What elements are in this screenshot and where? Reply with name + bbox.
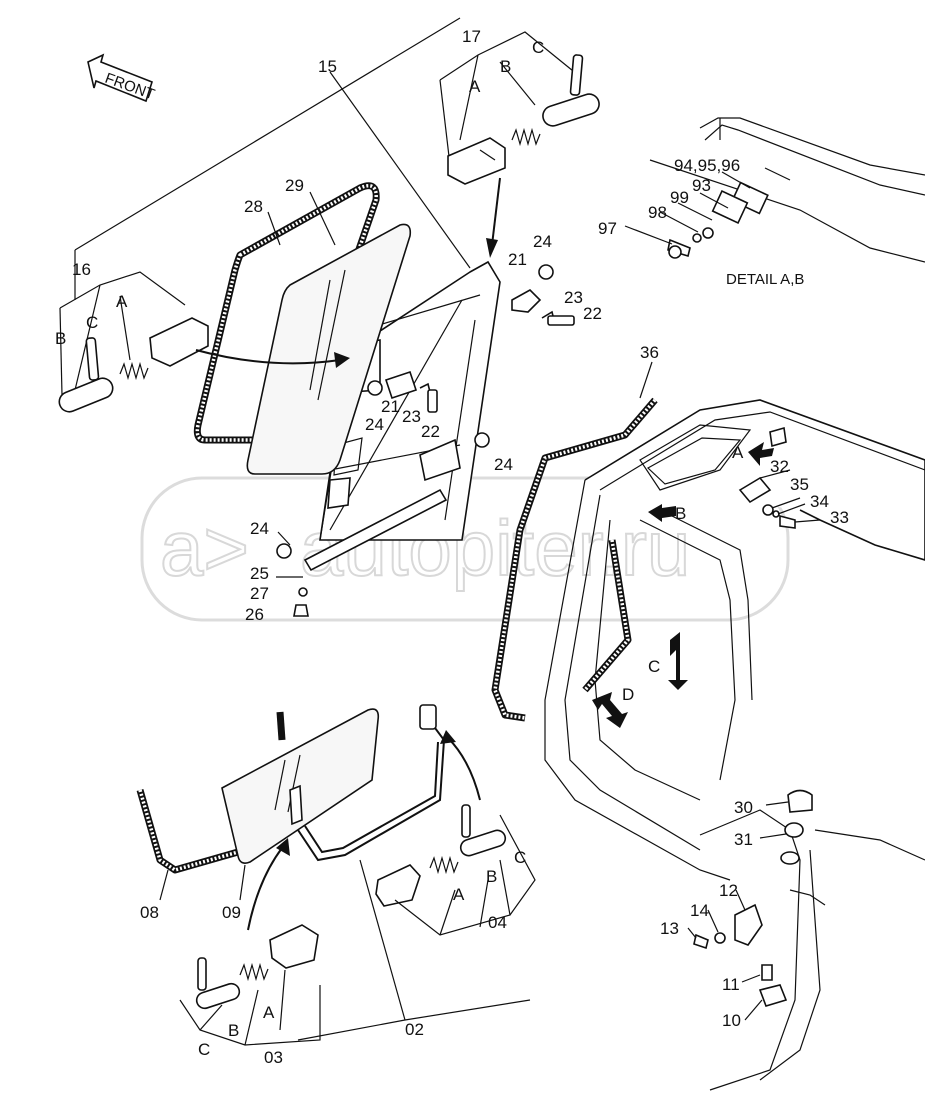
label-35: 35 xyxy=(790,475,809,494)
latch-assembly-04: A B C 04 xyxy=(375,804,536,936)
label-15: 15 xyxy=(318,57,337,76)
label-16-a: A xyxy=(116,292,128,311)
label-11: 11 xyxy=(722,975,740,994)
label-10: 10 xyxy=(722,1011,741,1030)
label-24-low: 24 xyxy=(250,519,269,538)
label-03-c: C xyxy=(198,1040,210,1059)
label-28: 28 xyxy=(244,197,263,216)
detail-ab-inset: 94,95,96 93 99 98 97 DETAIL A,B xyxy=(598,117,925,288)
label-04-b: B xyxy=(486,867,497,886)
latch-assembly-03: A B C 03 xyxy=(179,924,321,1067)
label-99: 99 xyxy=(670,188,689,207)
arrow-c-label: C xyxy=(648,657,660,676)
label-93: 93 xyxy=(692,176,711,195)
arrow-b-label: B xyxy=(675,504,686,523)
label-22-mid: 22 xyxy=(421,422,440,441)
label-24-right: 24 xyxy=(494,455,513,474)
label-23-top: 23 xyxy=(564,288,583,307)
label-16: 16 xyxy=(72,260,91,279)
label-12: 12 xyxy=(719,881,738,900)
label-23-mid: 23 xyxy=(402,407,421,426)
label-97: 97 xyxy=(598,219,617,238)
label-29: 29 xyxy=(285,176,304,195)
watermark-logo: a> xyxy=(160,504,249,592)
label-17-c: C xyxy=(532,38,544,57)
label-17-a: A xyxy=(469,77,481,96)
label-31: 31 xyxy=(734,830,753,849)
label-27: 27 xyxy=(250,584,269,603)
label-21-mid: 21 xyxy=(381,397,400,416)
upper-glass-panel: 28 29 xyxy=(193,176,412,475)
label-03-a: A xyxy=(263,1003,275,1022)
cab-body: 32 35 34 33 A B C D xyxy=(544,399,925,881)
label-17: 17 xyxy=(462,27,481,46)
label-21-top: 21 xyxy=(508,250,527,269)
label-30: 30 xyxy=(734,798,753,817)
label-17-b: B xyxy=(500,57,511,76)
lower-frame-02: 02 xyxy=(247,704,531,1041)
label-14: 14 xyxy=(690,901,709,920)
latch-assembly-16: 16 A C B xyxy=(55,250,350,413)
label-34: 34 xyxy=(810,492,829,511)
arrow-a-icon xyxy=(748,442,774,466)
door-lock-detail: 30 31 12 14 13 11 10 xyxy=(660,789,925,1091)
label-08: 08 xyxy=(140,903,159,922)
label-02: 02 xyxy=(405,1020,424,1039)
label-24-top: 24 xyxy=(533,232,552,251)
label-03: 03 xyxy=(264,1048,283,1067)
arrow-a-label: A xyxy=(732,443,744,462)
label-25: 25 xyxy=(250,564,269,583)
label-24-mid: 24 xyxy=(365,415,384,434)
label-16-c: C xyxy=(86,313,98,332)
detail-ab-label: DETAIL A,B xyxy=(726,271,804,288)
label-36: 36 xyxy=(640,343,659,362)
label-03-b: B xyxy=(228,1021,239,1040)
label-33: 33 xyxy=(830,508,849,527)
latch-assembly-17: 17 A B C xyxy=(74,17,600,258)
front-arrow-icon: FRONT xyxy=(87,53,157,103)
label-09: 09 xyxy=(222,903,241,922)
label-26: 26 xyxy=(245,605,264,624)
label-16-b: B xyxy=(55,329,66,348)
label-04-a: A xyxy=(453,885,465,904)
arrow-b-icon xyxy=(648,504,676,522)
label-04: 04 xyxy=(488,913,507,932)
label-94-95-96: 94,95,96 xyxy=(674,156,740,175)
arrow-c-icon xyxy=(668,632,688,690)
label-98: 98 xyxy=(648,203,667,222)
label-22-top: 22 xyxy=(583,304,602,323)
arrow-d-label: D xyxy=(622,685,634,704)
door-seal-36: 36 xyxy=(491,343,659,722)
label-13: 13 xyxy=(660,919,679,938)
label-04-c: C xyxy=(514,848,526,867)
arrow-d-icon xyxy=(592,692,628,728)
label-32: 32 xyxy=(770,457,789,476)
